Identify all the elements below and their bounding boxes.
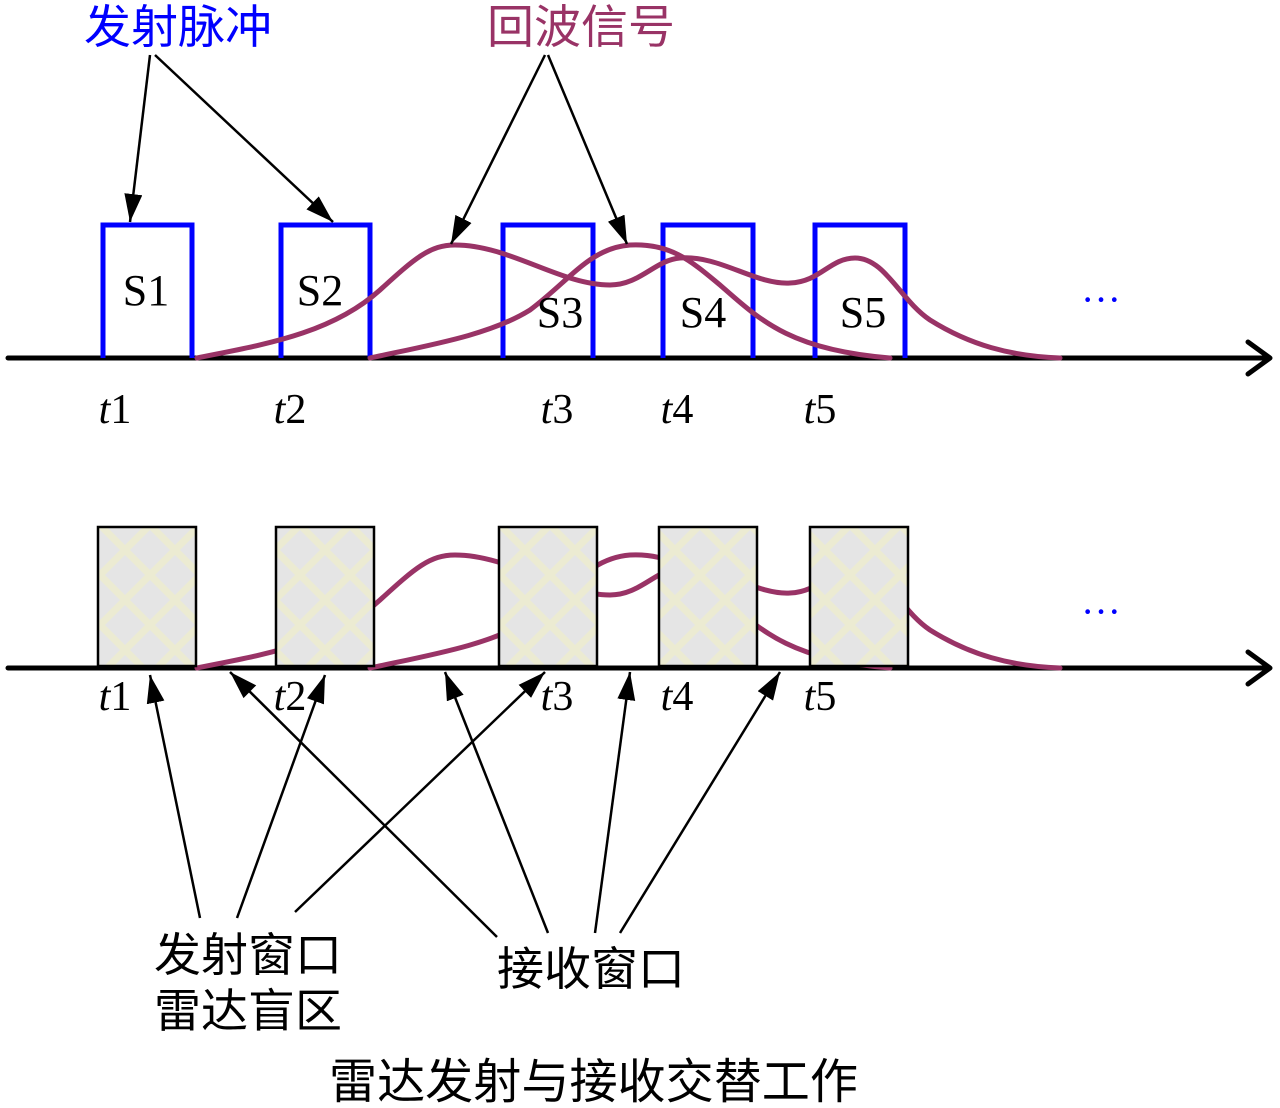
bottom-time-label-t4: t4 — [661, 674, 694, 720]
bottom-time-label-t3: t3 — [541, 674, 574, 720]
top-time-label-t4: t4 — [661, 387, 694, 433]
bottom-echo-curve-2 — [367, 552, 893, 671]
pulse-s3 — [500, 222, 596, 358]
echo-curve-2 — [367, 242, 893, 361]
arrow-receive-to-gap-2 — [443, 671, 550, 934]
pulse-s1 — [100, 222, 195, 358]
echo-signal-label: 回波信号 — [487, 0, 675, 54]
arrow-transmit-to-window-2 — [235, 674, 327, 919]
bottom-axis-arrowhead — [1245, 649, 1273, 687]
pulse-label-s3: S3 — [537, 288, 583, 337]
transmit-window-4 — [657, 525, 759, 668]
transmit-window-label: 发射窗口 — [154, 928, 342, 982]
arrow-receive-to-gap-4 — [618, 671, 782, 934]
top-time-label-t3: t3 — [541, 387, 574, 433]
pulse-s5 — [812, 222, 908, 358]
top-axis-arrowhead — [1245, 339, 1273, 377]
bottom-panel: ··· t1 t2 t3 t4 t5 发射窗口 雷达盲区 接收窗口 雷达发射与接… — [5, 525, 1273, 1108]
bottom-time-label-t1: t1 — [99, 674, 132, 720]
pulse-s4 — [660, 222, 756, 358]
echo-curve-1 — [194, 242, 1063, 361]
arrow-receive-to-gap-1 — [229, 671, 498, 938]
receive-window-label: 接收窗口 — [497, 942, 685, 996]
arrow-echo-to-curve-2 — [546, 54, 629, 245]
bottom-time-label-t5: t5 — [804, 674, 837, 720]
transmit-window-1 — [96, 525, 198, 668]
transmit-window-5 — [808, 525, 910, 668]
bottom-ellipsis: ··· — [1081, 589, 1121, 634]
top-time-label-t5: t5 — [804, 387, 837, 433]
diagram-caption: 雷达发射与接收交替工作 — [329, 1054, 858, 1108]
pulse-s2 — [278, 222, 373, 358]
arrow-transmit-to-window-1 — [146, 674, 202, 919]
pulse-label-s5: S5 — [840, 288, 886, 337]
transmit-window-2 — [274, 525, 376, 668]
transmit-window-3 — [497, 525, 599, 668]
arrow-echo-to-curve-1 — [449, 54, 547, 245]
pulse-label-s4: S4 — [680, 288, 726, 337]
radar-blind-zone-label: 雷达盲区 — [154, 984, 342, 1038]
transmit-pulse-label: 发射脉冲 — [84, 0, 272, 54]
top-ellipsis: ··· — [1081, 277, 1121, 322]
arrow-pulse-to-s1 — [124, 54, 152, 223]
bottom-time-label-t2: t2 — [274, 674, 307, 720]
pulse-label-s1: S1 — [123, 266, 169, 315]
pulse-label-s2: S2 — [297, 266, 343, 315]
arrow-receive-to-gap-3 — [593, 671, 636, 934]
top-time-label-t2: t2 — [274, 387, 307, 433]
arrow-pulse-to-s2 — [154, 54, 334, 223]
arrow-transmit-to-window-3 — [294, 671, 546, 913]
top-panel: 发射脉冲 回波信号 S1 S2 S3 S4 S5 ··· t1 t2 t3 t4… — [5, 0, 1273, 433]
top-time-label-t1: t1 — [99, 387, 132, 433]
